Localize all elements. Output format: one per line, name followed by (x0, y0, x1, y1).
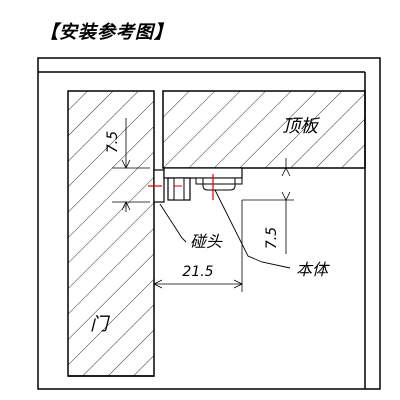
latch-body-label: 本体 (296, 260, 330, 279)
door-label: 门 (90, 314, 111, 335)
lower-offset-value: 7.5 (264, 227, 280, 249)
latch-body (163, 167, 243, 201)
latch-body-leader: 本体 (214, 189, 330, 279)
upper-offset-value: 7.5 (105, 131, 121, 153)
dimension-upper-offset: 7.5 (105, 118, 150, 212)
horizontal-offset-value: 21.5 (182, 264, 213, 280)
catch-head (148, 169, 165, 203)
catch-head-leader: 碰头 (159, 203, 223, 251)
dimension-lower-offset: 7.5 (242, 158, 294, 254)
page-title: 【安装参考图】 (40, 22, 173, 43)
top-panel (162, 90, 366, 169)
dimension-horizontal-offset: 21.5 (153, 200, 243, 292)
top-panel-label: 顶板 (282, 116, 321, 137)
door-panel (67, 90, 155, 377)
catch-head-label: 碰头 (190, 232, 223, 251)
